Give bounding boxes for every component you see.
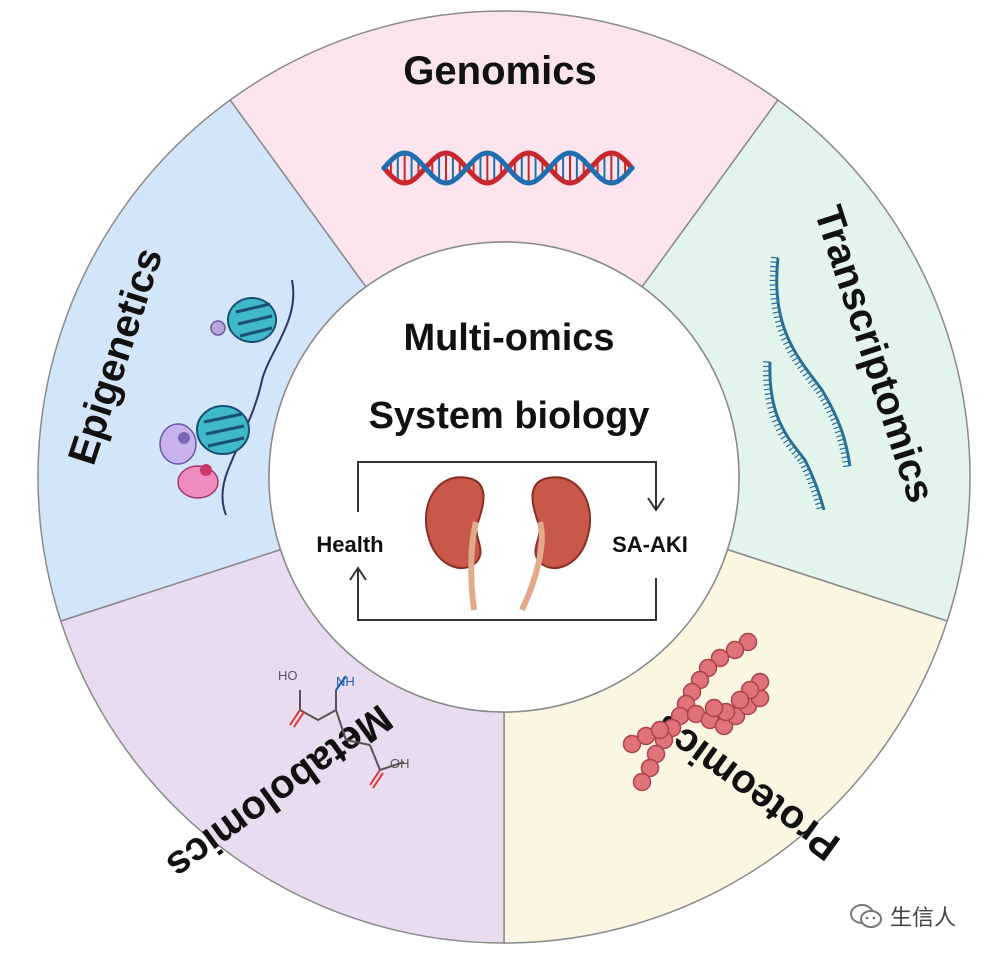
nucleosome-icon [159, 279, 295, 516]
dna-helix-icon [381, 150, 635, 186]
cycle-arrows [349, 461, 665, 621]
molecule-oh-label: OH [390, 756, 410, 771]
rna-strand-icon [762, 256, 852, 511]
segment-ring [37, 10, 971, 944]
watermark-text: 生信人 [890, 906, 957, 931]
protein-bead [730, 690, 750, 710]
genomics-label: Genomics [403, 49, 596, 93]
molecule-nh-label: NH [336, 674, 355, 689]
return-arrowhead [349, 566, 367, 581]
kidney-icon [424, 476, 592, 612]
sa-aki-label: SA-AKI [612, 532, 688, 557]
protein-bead [632, 772, 652, 792]
forward-arrowhead [647, 497, 665, 512]
protein-bead [725, 640, 745, 660]
protein-bead [640, 758, 660, 778]
protein-chain-icon [622, 632, 770, 792]
watermark: 生信人 [848, 900, 956, 932]
center-title-line1: Multi-omics [403, 317, 614, 359]
forward-arrow [357, 461, 657, 512]
protein-bead [650, 720, 670, 740]
health-label: Health [316, 532, 383, 557]
protein-bead [622, 734, 642, 754]
wechat-icon [850, 904, 882, 928]
return-arrow [357, 570, 657, 621]
center-title-line2: System biology [369, 395, 650, 437]
protein-bead [710, 648, 730, 668]
center-circle [268, 241, 740, 713]
protein-bead [704, 698, 724, 718]
molecule-ho-label: HO [278, 668, 298, 683]
glutamate-molecule-icon [289, 675, 405, 789]
